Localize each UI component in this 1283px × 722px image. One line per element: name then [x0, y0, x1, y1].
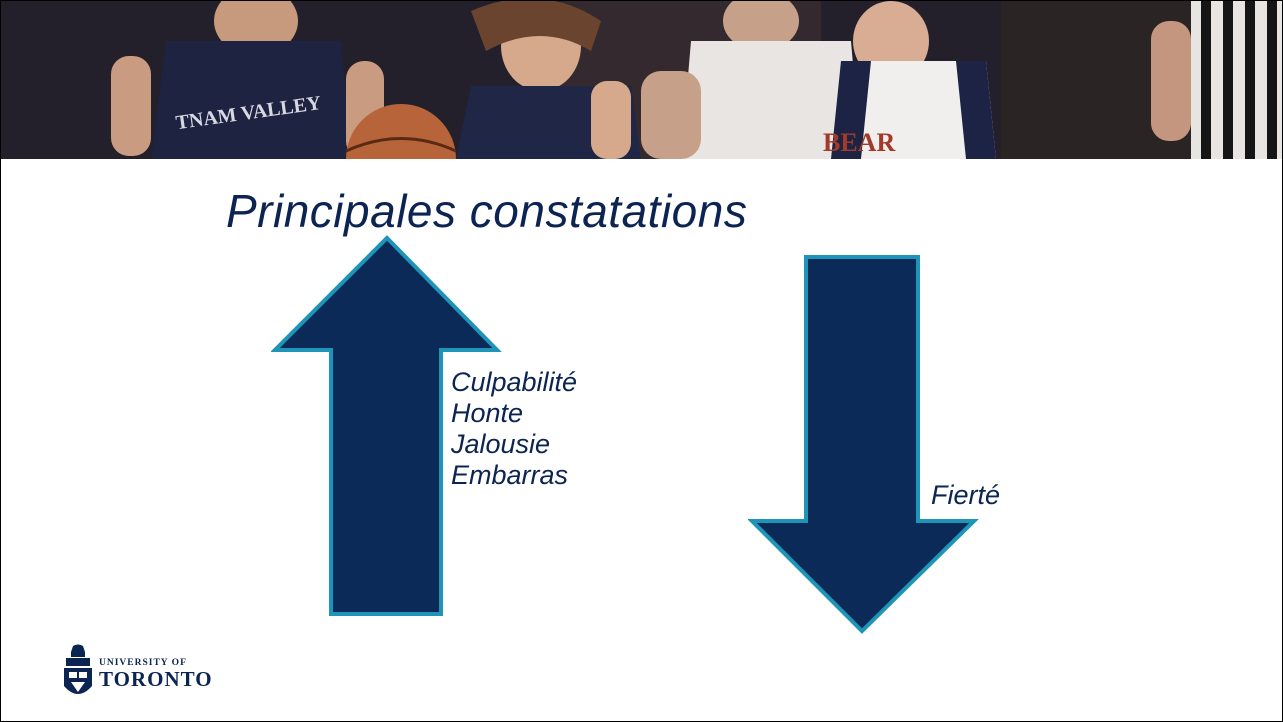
basketball-players-image: TNAM VALLEY BEAR: [1, 1, 1282, 159]
increase-word-culpabilite: Culpabilité: [451, 367, 578, 397]
university-of-toronto-logo: UNIVERSITY OF TORONTO: [63, 644, 213, 704]
decrease-word-fierte: Fierté: [931, 480, 1001, 510]
jersey-text-2: BEAR: [823, 128, 895, 157]
logo-line-toronto: TORONTO: [99, 667, 213, 691]
increase-word-embarras: Embarras: [451, 460, 569, 490]
arrow-up-icon: [271, 235, 502, 616]
banner-photo: TNAM VALLEY BEAR: [1, 1, 1282, 159]
logo-line-university-of: UNIVERSITY OF: [99, 658, 187, 668]
page-title: Principales constatations: [226, 185, 748, 237]
increase-word-honte: Honte: [451, 398, 524, 428]
increase-word-jalousie: Jalousie: [451, 429, 551, 459]
increase-word-list: Culpabilité Honte Jalousie Embarras: [451, 367, 577, 491]
arrow-down-icon: [748, 255, 979, 634]
crest-icon: [64, 644, 92, 694]
